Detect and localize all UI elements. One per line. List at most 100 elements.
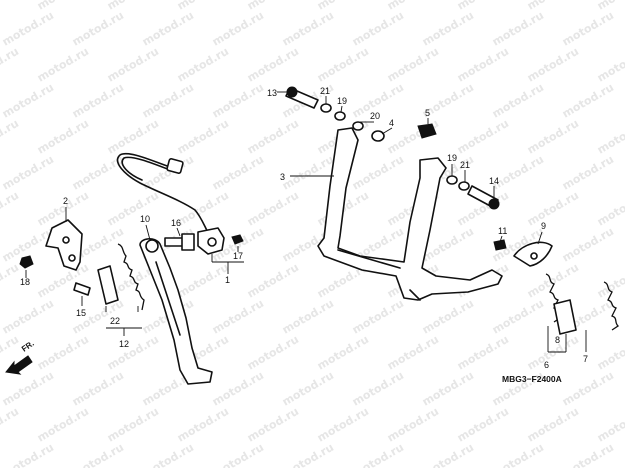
watermark-text: motod.ru [420, 9, 476, 49]
watermark-text: motod.ru [210, 81, 266, 121]
watermark-text: motod.ru [525, 189, 581, 229]
callout-19-a: 19 [337, 96, 347, 106]
callout-5: 5 [425, 108, 430, 118]
watermark-text: motod.ru [0, 405, 21, 445]
spring-sleeve [97, 265, 119, 305]
watermark-text: motod.ru [280, 441, 336, 468]
bolt-17 [231, 234, 244, 245]
watermark-text: motod.ru [560, 225, 616, 265]
watermark-text: motod.ru [490, 153, 546, 193]
callout-2: 2 [63, 196, 68, 206]
watermark-text: motod.ru [105, 333, 161, 373]
spring-plate-hole [530, 252, 538, 260]
callout-21-b: 21 [460, 160, 470, 170]
watermark-text: motod.ru [455, 0, 511, 13]
callout-labels: 13 21 19 20 4 5 3 19 21 14 2 18 15 10 16… [20, 86, 588, 370]
watermark-text: motod.ru [455, 45, 511, 85]
watermark-text: motod.ru [0, 81, 56, 121]
watermark-text: motod.ru [245, 45, 301, 85]
front-label: FR. [20, 339, 36, 354]
side-stand-spring [117, 243, 145, 311]
watermark-text: motod.ru [0, 369, 56, 409]
watermark-text: motod.ru [490, 81, 546, 121]
watermark-text: motod.ru [245, 333, 301, 373]
watermark-text: motod.ru [210, 369, 266, 409]
leader-lines [25, 91, 587, 353]
watermark-text: motod.ru [210, 153, 266, 193]
watermark-text: motod.ru [0, 117, 21, 157]
callout-10: 10 [140, 214, 150, 224]
callout-9: 9 [541, 221, 546, 231]
watermark-text: motod.ru [245, 189, 301, 229]
watermark-text: motod.ru [35, 45, 91, 85]
watermark-text: motod.ru [560, 441, 616, 468]
watermark-text: motod.ru [315, 405, 371, 445]
bushing-5 [417, 123, 437, 139]
watermark-text: motod.ru [455, 405, 511, 445]
watermark-text: motod.ru [175, 0, 231, 13]
stand-bracket [45, 219, 83, 271]
watermark-text: motod.ru [595, 333, 625, 373]
main-stand-spring-7 [603, 281, 620, 331]
watermark-text: motod.ru [595, 405, 625, 445]
callout-3: 3 [280, 172, 285, 182]
watermark-text: motod.ru [210, 9, 266, 49]
watermark-text: motod.ru [105, 117, 161, 157]
watermark-text: motod.ru [140, 81, 196, 121]
watermark-text: motod.ru [455, 333, 511, 373]
watermark-text: motod.ru [385, 0, 441, 13]
pivot-bolt-16-head [181, 233, 195, 251]
watermark-text: motod.ru [350, 153, 406, 193]
watermark-text: motod.ru [35, 117, 91, 157]
watermark-text: motod.ru [175, 117, 231, 157]
watermark-text: motod.ru [0, 441, 56, 468]
watermark-text: motod.ru [560, 9, 616, 49]
watermark-text: motod.ru [105, 405, 161, 445]
watermark-text: motod.ru [140, 441, 196, 468]
nut-18 [19, 255, 34, 269]
watermark-text: motod.ru [525, 45, 581, 85]
watermark-text: motod.ru [0, 297, 56, 337]
watermark-text: motod.ru [245, 405, 301, 445]
callout-8: 8 [555, 335, 560, 345]
watermark-text: motod.ru [35, 261, 91, 301]
watermark-text: motod.ru [70, 369, 126, 409]
watermark-text: motod.ru [105, 0, 161, 13]
watermark-text: motod.ru [455, 117, 511, 157]
watermark-text: motod.ru [70, 9, 126, 49]
callout-16: 16 [171, 218, 181, 228]
watermark-text: motod.ru [350, 9, 406, 49]
watermark-text: motod.ru [280, 297, 336, 337]
washer-20 [352, 121, 364, 131]
callout-12: 12 [119, 339, 129, 349]
callout-19-b: 19 [447, 153, 457, 163]
watermark-text: motod.ru [315, 333, 371, 373]
callout-4: 4 [389, 118, 394, 128]
callout-21-a: 21 [320, 86, 330, 96]
cable-connector [166, 158, 184, 174]
watermark-text: motod.ru [140, 9, 196, 49]
watermark-text: motod.ru [0, 261, 21, 301]
watermark-text: motod.ru [350, 297, 406, 337]
watermark-text: motod.ru [350, 369, 406, 409]
collar-4 [371, 130, 385, 142]
callout-6: 6 [544, 360, 549, 370]
watermark-text: motod.ru [560, 369, 616, 409]
watermark-text: motod.ru [0, 0, 21, 13]
watermark-text: motod.ru [420, 441, 476, 468]
watermark-text: motod.ru [525, 333, 581, 373]
watermark-text: motod.ru [280, 9, 336, 49]
side-stand-group [19, 152, 244, 385]
watermark-text: motod.ru [245, 261, 301, 301]
main-stand-foot [409, 289, 421, 301]
switch-cable [116, 152, 211, 237]
diagram-code: MBG3−F2400A [502, 374, 562, 384]
watermark-text: motod.ru [35, 405, 91, 445]
watermark-text: motod.ru [175, 45, 231, 85]
side-stand [139, 238, 213, 385]
washer-19-a [334, 111, 346, 121]
watermark-text: motod.ru [525, 117, 581, 157]
callout-18: 18 [20, 277, 30, 287]
callout-22: 22 [110, 316, 120, 326]
bracket-hole-1 [62, 236, 70, 244]
